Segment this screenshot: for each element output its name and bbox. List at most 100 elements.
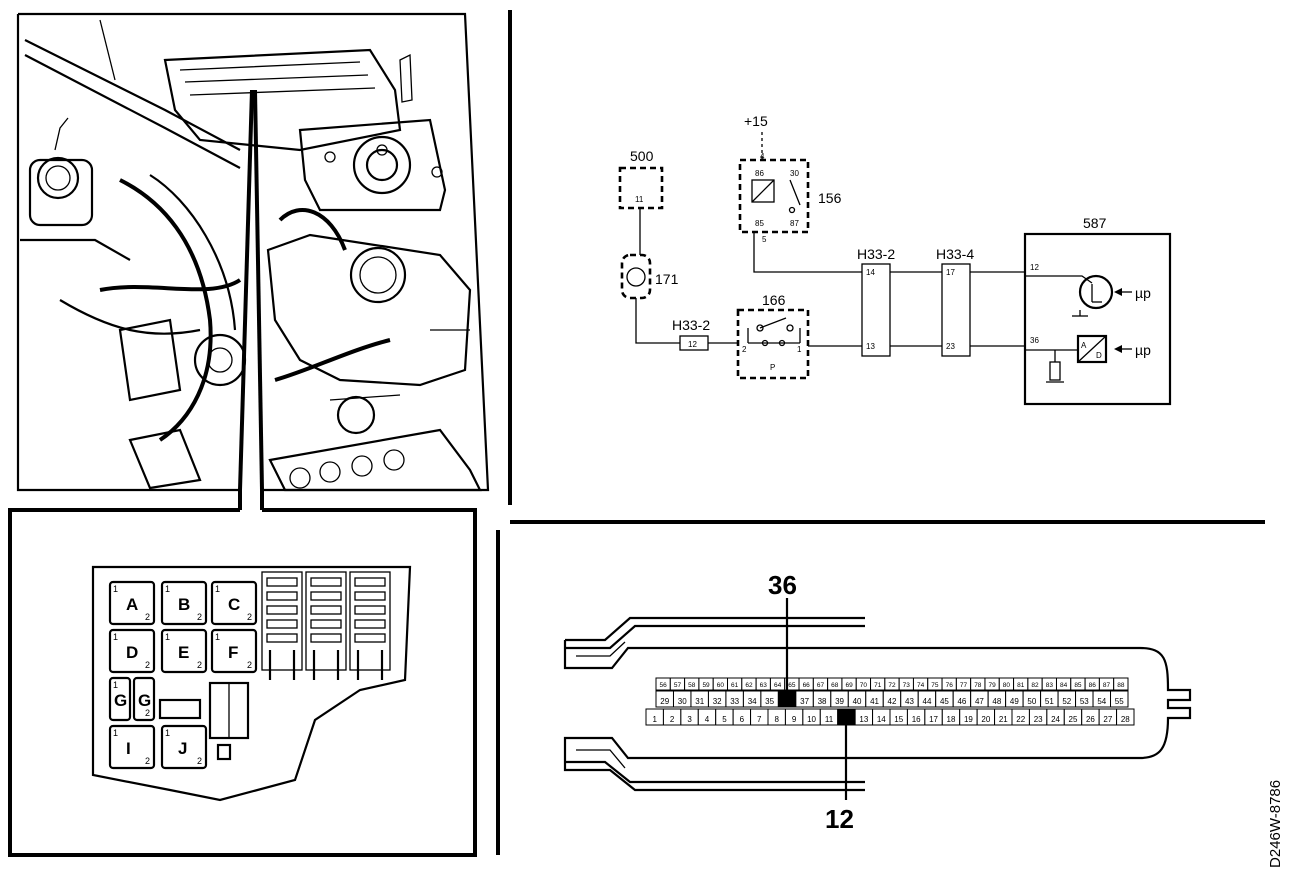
ecu-pin-label-3: 3 <box>687 715 692 724</box>
ecu-pin-label-22: 22 <box>1016 715 1025 724</box>
ecu-pin-label-70: 70 <box>860 682 868 689</box>
ecu-pin-label-73: 73 <box>903 682 911 689</box>
ecu-pin-label-40: 40 <box>853 697 862 706</box>
panel-frames <box>496 10 1265 855</box>
module-signal-b: µp <box>1135 342 1151 358</box>
fuse-j-terminal-1: 1 <box>165 728 170 738</box>
ecu-pin-label-84: 84 <box>1060 682 1068 689</box>
ecu-pin-label-1: 1 <box>652 715 657 724</box>
module-sensor-circle <box>1078 274 1114 310</box>
fuse-g-terminal-1: 1 <box>113 680 118 690</box>
ecu-pin-label-8: 8 <box>774 715 779 724</box>
ecu-pin-label-76: 76 <box>946 682 954 689</box>
ecu-pin-label-82: 82 <box>1031 682 1039 689</box>
fuse-strip-slot <box>310 591 342 601</box>
switch-sub-label: P <box>770 363 775 372</box>
fuse-strip-slot <box>266 605 298 615</box>
ecu-pin-label-65: 65 <box>788 682 796 689</box>
ecu-pin-28 <box>1116 708 1135 726</box>
ecu-pin-label-88: 88 <box>1117 682 1125 689</box>
ecu-pin-label-30: 30 <box>678 697 687 706</box>
ecu-pin-label-43: 43 <box>905 697 914 706</box>
supply-label: +15 <box>744 113 768 129</box>
ecu-pin-label-71: 71 <box>874 682 882 689</box>
fuse-g-body <box>108 676 132 722</box>
ecu-pin-label-7: 7 <box>757 715 762 724</box>
relay-pin-87: 87 <box>790 219 799 228</box>
component-171-id: 171 <box>655 271 679 287</box>
fuse-strip-slot <box>310 577 342 587</box>
engine-bay-illustration <box>16 12 490 510</box>
ecu-pin-label-11: 11 <box>825 715 834 724</box>
connector-h33-2-pin-13: 13 <box>866 342 875 351</box>
fuse-i-letter: I <box>126 739 131 758</box>
fuse-strip-slot <box>354 605 386 615</box>
ecu-pin-label-17: 17 <box>929 715 938 724</box>
module-587-id: 587 <box>1083 215 1107 231</box>
ecu-pin-label-85: 85 <box>1074 682 1082 689</box>
fuse-g-letter: G <box>114 691 127 710</box>
ecu-pin-55 <box>1110 690 1129 708</box>
fuse-d-body <box>108 628 156 674</box>
ecu-pin-label-27: 27 <box>1103 715 1112 724</box>
switch-pin-2: 2 <box>742 345 747 354</box>
fuse-i-terminal-2: 2 <box>145 756 150 766</box>
fuse-a-body <box>108 580 156 626</box>
fuse-e-letter: E <box>178 643 189 662</box>
fuse-strips <box>261 571 391 680</box>
ecu-pin-label-28: 28 <box>1121 715 1130 724</box>
ecu-pin-36 <box>777 690 797 708</box>
relay-pin-85: 85 <box>755 219 764 228</box>
ecu-pin-label-25: 25 <box>1069 715 1078 724</box>
ecu-pin-label-29: 29 <box>660 697 669 706</box>
ecu-pin-label-38: 38 <box>818 697 827 706</box>
fuse-b-letter: B <box>178 595 190 614</box>
component-171-frame <box>620 253 652 300</box>
ecu-pin-label-32: 32 <box>713 697 722 706</box>
connector-h33-2-pin-14: 14 <box>866 268 875 277</box>
ecu-pin-label-59: 59 <box>702 682 710 689</box>
ecu-pin-label-78: 78 <box>974 682 982 689</box>
fuse-a-terminal-2: 2 <box>145 612 150 622</box>
ecu-pin-label-14: 14 <box>877 715 886 724</box>
ecu-pin-label-19: 19 <box>964 715 973 724</box>
ecu-pin-label-56: 56 <box>660 682 668 689</box>
ecu-pin-label-35: 35 <box>765 697 774 706</box>
ecu-pin-label-55: 55 <box>1115 697 1124 706</box>
fuse-j-letter: J <box>178 739 187 758</box>
fuse-strip-slot <box>310 619 342 629</box>
ecu-pin-label-24: 24 <box>1051 715 1060 724</box>
fuse-strip-3 <box>349 571 391 671</box>
fuse-strip-2 <box>305 571 347 671</box>
figure-code: D246W-8786 <box>1267 780 1284 868</box>
fuse-c-letter: C <box>228 595 240 614</box>
switch-pin-1: 1 <box>797 345 802 354</box>
ecu-pin-label-33: 33 <box>730 697 739 706</box>
fuse-b-terminal-1: 1 <box>165 584 170 594</box>
ecu-pin-88 <box>1113 677 1129 691</box>
ecu-pin-label-61: 61 <box>731 682 739 689</box>
callout-12: 12 <box>825 804 854 834</box>
fuse-d-terminal-1: 1 <box>113 632 118 642</box>
wiring-schematic: +15 4 86 30 85 87 5 156 500 11 171 H33-2… <box>618 113 1172 406</box>
switch-166-frame <box>736 308 810 380</box>
connector-h33-2-small-pin: 12 <box>688 340 697 349</box>
fuse-g-2-terminal-2: 2 <box>145 708 150 718</box>
ecu-pin-label-2: 2 <box>670 715 675 724</box>
ecu-pin-label-34: 34 <box>748 697 757 706</box>
fuse-strip-slot <box>354 619 386 629</box>
ecu-pin-label-13: 13 <box>859 715 868 724</box>
ecu-pin-label-23: 23 <box>1034 715 1043 724</box>
relay-156-frame <box>738 158 810 234</box>
ecu-pin-label-80: 80 <box>1003 682 1011 689</box>
component-500-frame <box>618 166 664 210</box>
ecu-pin-label-77: 77 <box>960 682 968 689</box>
ecu-pin-label-81: 81 <box>1017 682 1025 689</box>
connector-h33-2-label: H33-2 <box>857 246 895 262</box>
ecu-pin-label-9: 9 <box>792 715 797 724</box>
ecu-pin-label-83: 83 <box>1046 682 1054 689</box>
ecu-pin-label-57: 57 <box>674 682 682 689</box>
fuse-a-letter: A <box>126 595 138 614</box>
fuse-d-terminal-2: 2 <box>145 660 150 670</box>
